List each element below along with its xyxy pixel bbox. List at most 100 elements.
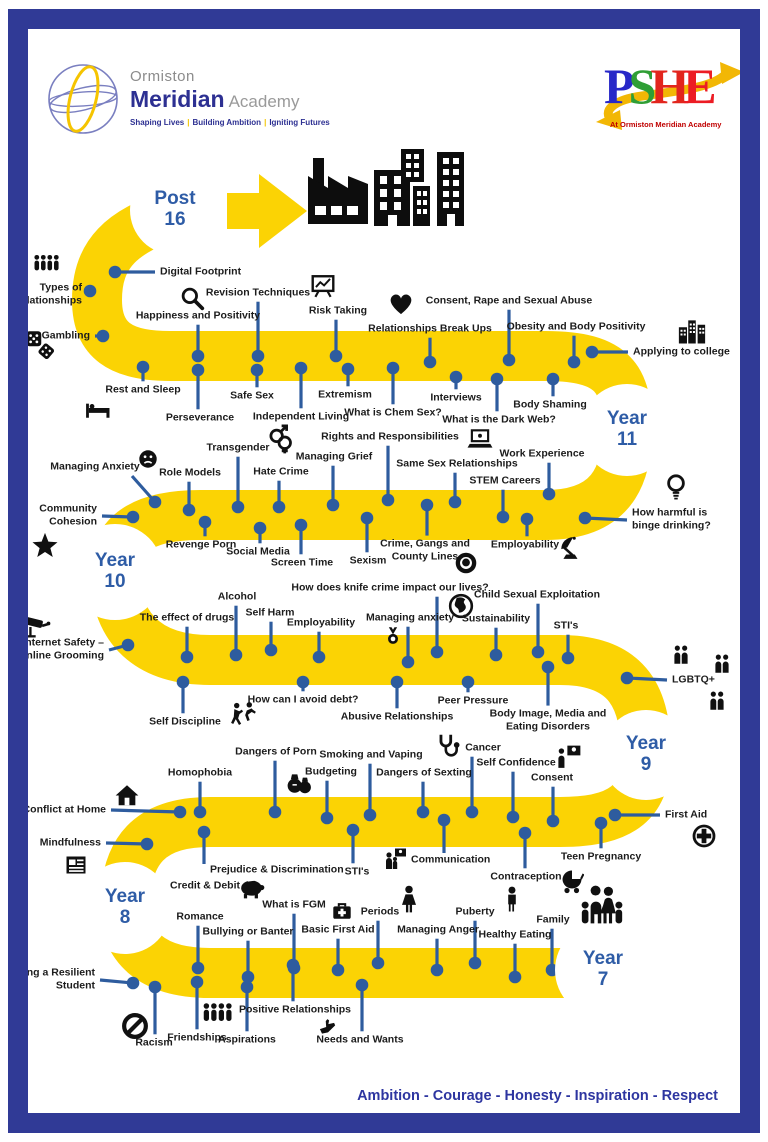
topic-label-line: First Aid	[665, 808, 708, 821]
topic-label-line: Happiness and Positivity	[135, 309, 261, 322]
topic-label-line: STI's	[344, 865, 370, 878]
house-icon	[115, 785, 139, 806]
topic-dot	[294, 361, 308, 375]
topic-label-line: binge drinking?	[632, 520, 711, 532]
topic-dot	[331, 963, 345, 977]
topic-label: Employability	[287, 616, 355, 629]
topic-dot	[126, 976, 140, 990]
topic-dot	[401, 655, 415, 669]
topic-dot	[231, 500, 245, 514]
tagline-part: Igniting Futures	[269, 118, 330, 127]
topic-dot	[390, 675, 404, 689]
topic-label: Managing anxiety	[366, 611, 454, 624]
topic-label-line: Dangers of Porn	[235, 745, 317, 758]
school-tagline: Shaping Lives|Building Ambition|Igniting…	[130, 118, 330, 127]
milestone-text: 11	[616, 429, 638, 450]
topic-label: Positive Relationships	[239, 1003, 351, 1016]
topic-label-line: Relationships Break Ups	[368, 322, 492, 335]
topic-connector	[584, 516, 628, 522]
topic-dot	[173, 805, 187, 819]
topic-label-line: Consent	[531, 771, 573, 784]
topic-label-line: Cohesion	[49, 516, 97, 528]
topic-label: Homophobia	[168, 766, 232, 779]
topic-dot	[360, 511, 374, 525]
topic-dot	[326, 498, 340, 512]
topic-label: Smoking and Vaping	[319, 748, 422, 761]
people-icon	[34, 254, 59, 271]
topic-label: Revision Techniques	[206, 286, 310, 299]
tagline-part: Building Ambition	[192, 118, 262, 127]
topic-label-line: Mindfulness	[39, 836, 101, 849]
topic-label-line: Bullying or Banter	[202, 925, 294, 938]
topic-label: Romance	[176, 910, 223, 923]
topic-dot	[264, 643, 278, 657]
topic-label-line: Gambling	[41, 329, 90, 342]
fight-icon	[231, 702, 256, 726]
pshe-letter-p: P	[604, 58, 635, 114]
topic-label: Relationships Break Ups	[368, 322, 492, 335]
topic-label-line: Smoking and Vaping	[319, 748, 423, 761]
pshe-letter-h: H	[650, 58, 690, 114]
milestone-text: Post	[154, 188, 196, 210]
topic-label: Self Discipline	[149, 715, 221, 728]
topic-label-line: Self Harm	[245, 606, 295, 619]
topic-connector	[626, 676, 668, 682]
topic-dot	[180, 650, 194, 664]
topic-label: Hate Crime	[253, 465, 308, 478]
topic-label-line: LGBTQ+	[672, 673, 715, 686]
topic-label: Rest and Sleep	[105, 383, 180, 396]
topic-label: Role Models	[159, 466, 221, 479]
topic-label-line: Positive Relationships	[238, 1003, 352, 1016]
topic-label-line: Body Image, Media and	[489, 707, 607, 720]
topic-label-line: Applying to college	[633, 345, 730, 358]
tagline-part: Shaping Lives	[130, 118, 185, 127]
topic-label-line: County Lines	[391, 551, 459, 563]
mane-icon	[455, 552, 477, 574]
topic-label: Credit & Debit	[170, 879, 240, 892]
topic-label: Mindfulness	[40, 836, 101, 849]
hand-icon	[319, 1019, 336, 1034]
topic-dot	[83, 284, 97, 298]
topic-dot	[371, 956, 385, 970]
topic-label: Screen Time	[271, 556, 333, 569]
topic-dot	[518, 826, 532, 840]
crosscircle-icon	[692, 824, 716, 848]
topic-label: Racism	[135, 1036, 172, 1049]
topic-dot	[594, 816, 608, 830]
topic-dot	[585, 345, 599, 359]
topic-dot	[126, 510, 140, 524]
topic-label-line: Social Media	[226, 545, 290, 558]
topic-label-line: Eating Disorders	[505, 721, 591, 733]
topic-dot	[140, 837, 154, 851]
topic-label-line: How can I avoid debt?	[247, 693, 359, 706]
topic-label: Family	[536, 913, 569, 926]
noentry-icon	[122, 1013, 148, 1039]
topic-label: What is FGM	[262, 898, 326, 911]
topic-label-line: How harmful is	[632, 506, 708, 519]
couple-icon	[674, 645, 688, 664]
topic-dot	[296, 675, 310, 689]
topic-label: Same Sex Relationships	[396, 457, 517, 470]
topic-label-line: Alcohol	[217, 590, 257, 603]
topic-label-line: Budgeting	[305, 765, 357, 778]
tagline-separator: |	[264, 118, 267, 127]
topic-dot	[567, 355, 581, 369]
topic-label: Healthy Eating	[479, 928, 552, 941]
pshe-arrow-icon	[596, 62, 744, 130]
topic-label: Sustainability	[462, 612, 530, 625]
topic-label-line: Cancer	[465, 741, 501, 754]
topic-label: Employability	[491, 538, 559, 551]
topic-label-line: Role Models	[159, 466, 221, 479]
topic-dot	[561, 651, 575, 665]
topic-label-line: Sustainability	[461, 612, 531, 625]
topic-label: Dangers of Sexting	[376, 766, 472, 779]
topic-dot	[193, 805, 207, 819]
magnifier-icon	[181, 287, 205, 311]
topic-label: Risk Taking	[309, 304, 367, 317]
